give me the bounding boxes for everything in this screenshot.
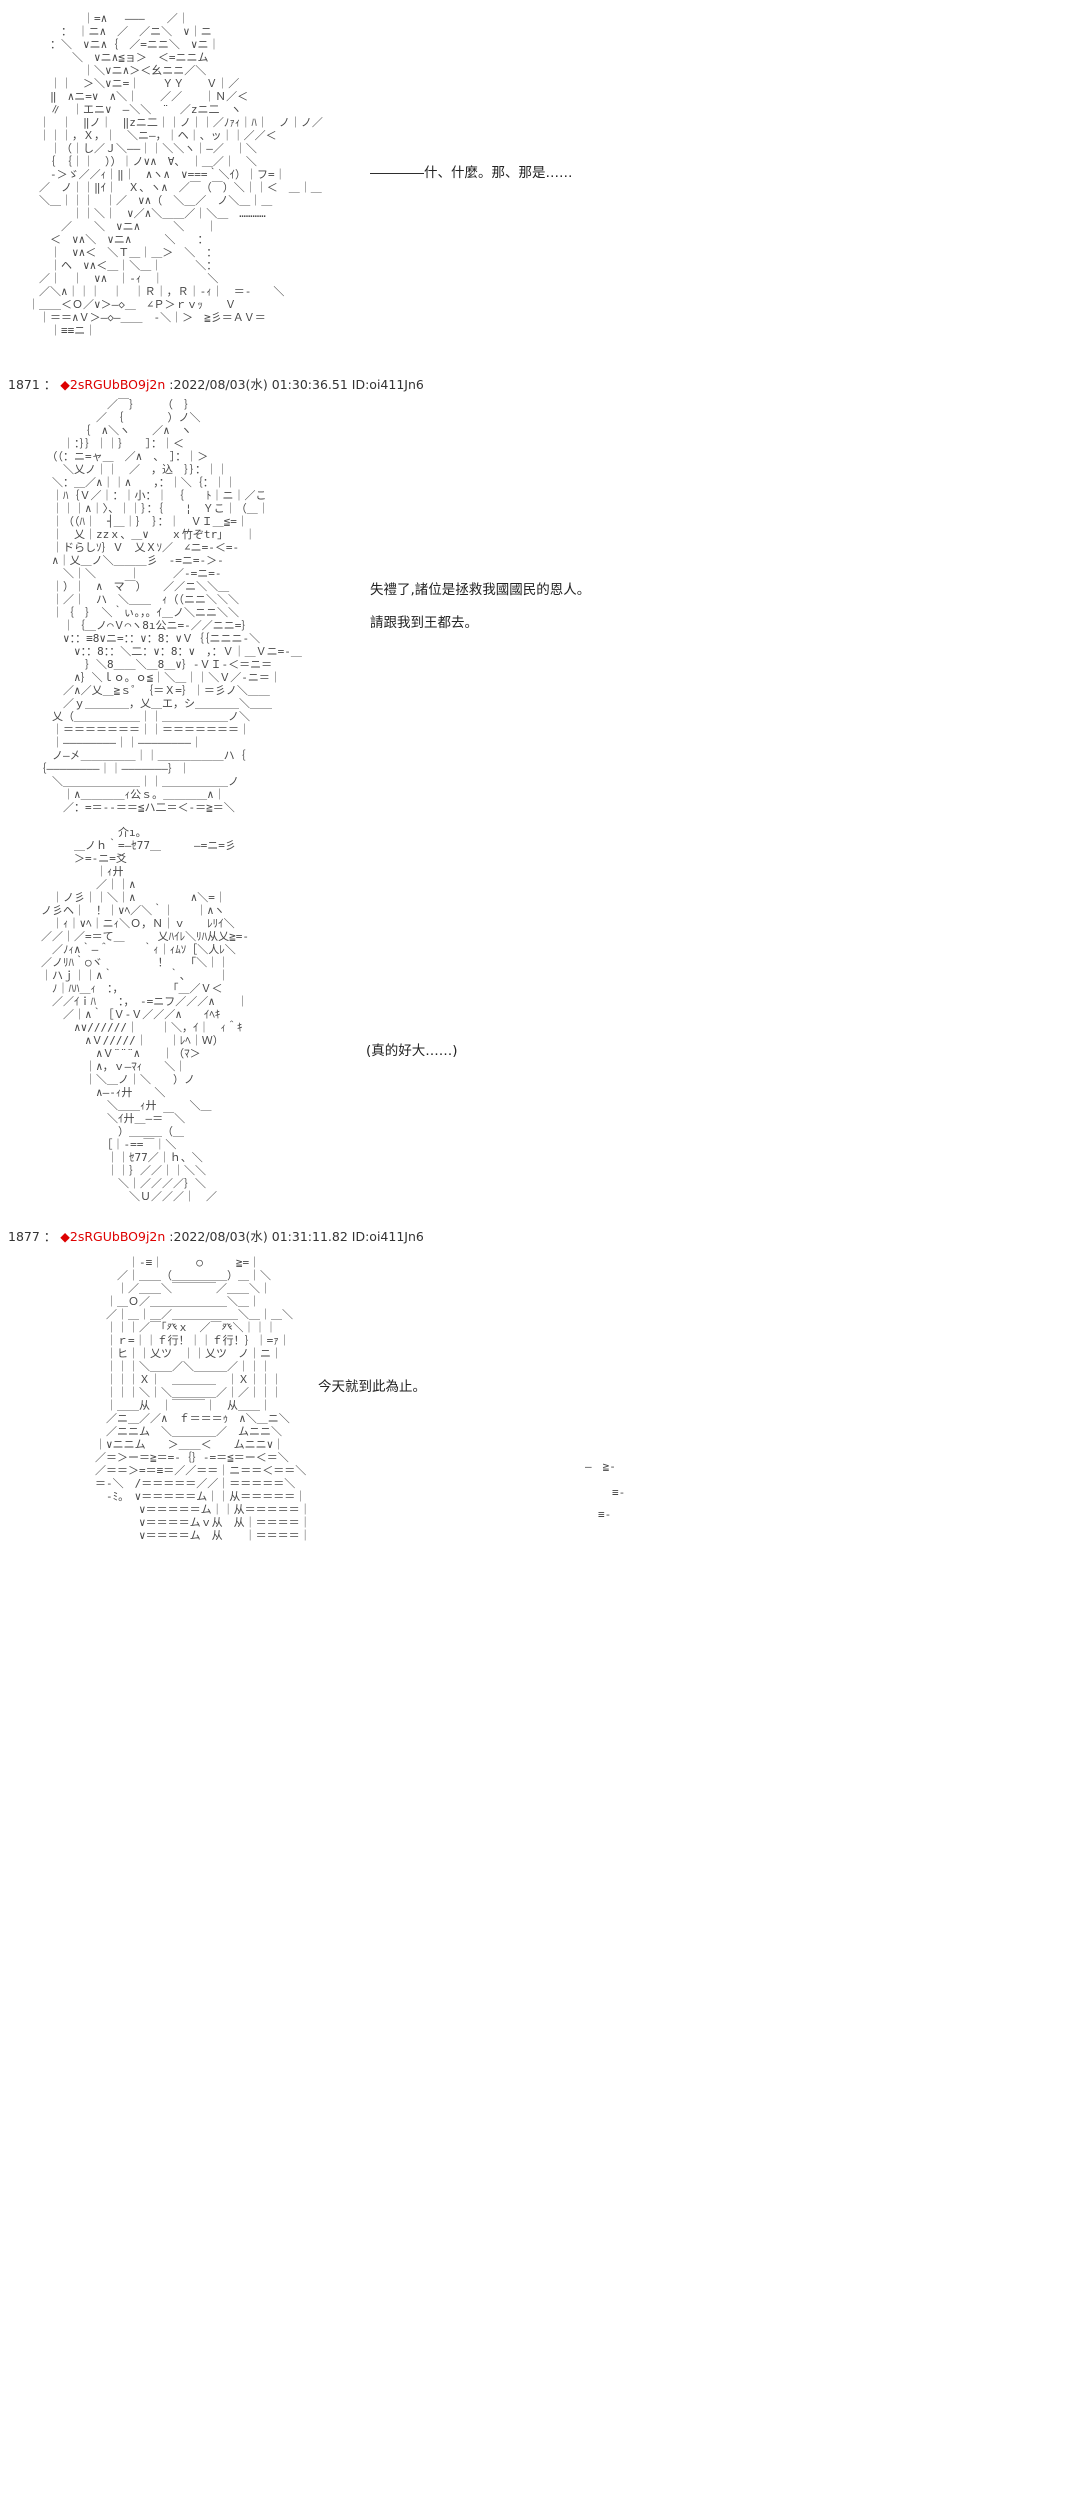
ascii-art-block-1: ｜=∧ ――― ／｜ ： ｜ニ∧ ／ ／ニ＼ ∨｜ニ ：＼ ∨ニ∧｛ ／=ニニ＼…: [28, 12, 323, 337]
dialogue-text-5: 今天就到此為止。: [318, 1379, 426, 1395]
dialogue-text-1: ――――什、什麼。那、那是……: [370, 165, 573, 181]
post-tripcode: ◆2sRGUbBO9j2n: [60, 1229, 166, 1244]
aa-stray-mark-2: ≡‐: [612, 1486, 626, 1499]
dialogue-text-2: 失禮了,諸位是拯救我國國民的恩人。: [370, 582, 591, 598]
post-number: 1877 ：: [8, 1229, 57, 1244]
aa-stray-mark-3: ≡‐: [598, 1508, 612, 1521]
ascii-art-block-3: 介ı。 ＿ノｈ｀=―ｾ77＿ ―=ニ=彡 ＞=‐ニ=爻 ｜ｨ廾 ／｜｜∧ ｜ノ彡…: [40, 826, 249, 1203]
post-datetime-id: :2022/08/03(水) 01:31:11.82 ID:oi411Jn6: [169, 1229, 424, 1244]
post-header-1877: 1877 ： ◆2sRGUbBO9j2n :2022/08/03(水) 01:3…: [8, 1226, 424, 1245]
post-number: 1871 ：: [8, 377, 57, 392]
ascii-art-block-2: ／￣｝ （ ｝ ／ ｛ ）ノ＼ ｛ ∧＼ヽ ／∧ ヽ ｜：｝｝｜｜｝ ］：｜＜ …: [40, 398, 302, 814]
dialogue-text-4: (真的好大……): [366, 1043, 458, 1059]
post-header-1871: 1871 ： ◆2sRGUbBO9j2n :2022/08/03(水) 01:3…: [8, 374, 424, 393]
aa-stray-mark-1: ― ≧‐: [585, 1460, 616, 1473]
post-datetime-id: :2022/08/03(水) 01:30:36.51 ID:oi411Jn6: [169, 377, 424, 392]
post-tripcode: ◆2sRGUbBO9j2n: [60, 377, 166, 392]
dialogue-text-3: 請跟我到王都去。: [370, 615, 478, 631]
ascii-art-block-4: ｜‐≡｜ ○ ≧=｜ ／｜＿＿（＿＿＿＿＿）＿｜＼ ｜／＿＿＼￣￣￣￣／＿＿＼｜…: [95, 1256, 311, 1542]
